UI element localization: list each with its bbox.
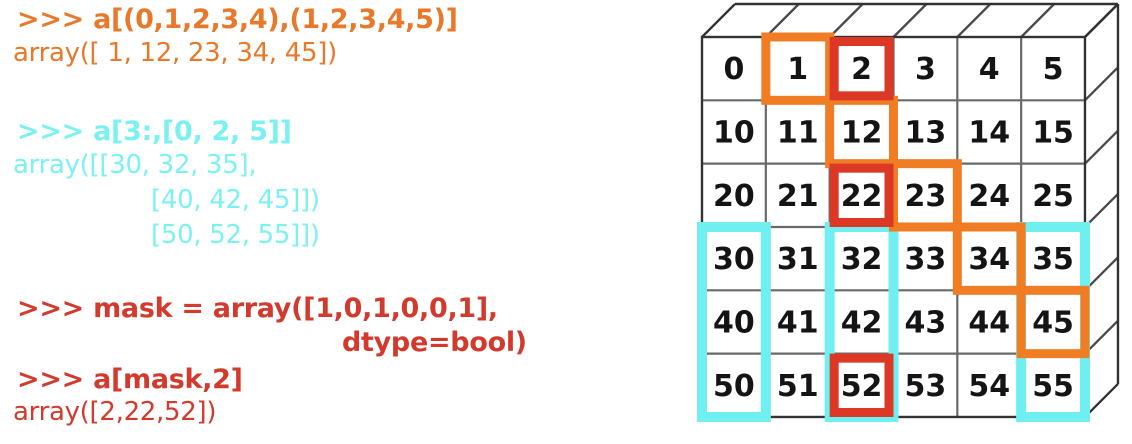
code-line-cyan-result-3: [50, 52, 55]]) [151,220,320,250]
grid-cell-number: 12 [841,115,883,150]
grid-cell-number: 30 [713,242,755,277]
grid-cell-number: 50 [713,369,755,404]
red-mask-box [829,163,894,227]
grid-cell-number: 53 [905,369,947,404]
red-mask-box [829,353,894,417]
grid-cell-number: 43 [905,305,947,340]
grid-depth-line-right [1084,66,1119,102]
grid-cell-number: 31 [777,242,819,277]
grid-right-face [1084,193,1118,291]
code-line-cyan-expr: >>> a[3:,[0, 2, 5]] [17,116,292,147]
grid-cell-number: 33 [905,242,947,277]
grid-cell-number: 24 [968,179,1010,214]
code-line-orange-expr: >>> a[(0,1,2,3,4),(1,2,3,4,5)] [17,4,458,35]
grid-cell-number: 22 [841,179,883,214]
grid-depth-line-right [1084,3,1119,38]
grid-top-face [957,4,1055,37]
grid-cell-number: 4 [979,52,1000,87]
grid-top-face [1021,4,1118,37]
grid-cell-number: 25 [1032,179,1074,214]
grid-top-face [893,4,991,37]
grid-right-face [1084,320,1118,417]
code-line-red-mask: >>> mask = array([1,0,1,0,0,1], [17,293,498,324]
grid-cell-number: 0 [723,52,744,87]
grid-cell-number: 55 [1032,369,1074,404]
grid-depth-line-right [1084,256,1119,292]
grid-right-face [1084,67,1118,164]
orange-diagonal-box [952,222,1026,295]
grid-top-face [765,4,863,37]
orange-diagonal-box [888,159,962,232]
grid-top-face [702,4,799,37]
grid-depth-line-top [1020,3,1055,38]
red-mask-box [829,37,894,101]
grid-depth-line-top [956,3,992,38]
grid-top-face [829,4,927,37]
grid-cell-number: 5 [1043,52,1064,87]
grid-cell-number: 23 [905,179,947,214]
grid-right-face [1084,257,1118,354]
code-line-red-dtype: dtype=bool) [342,327,527,358]
grid-right-face [1084,4,1118,101]
grid-right-face [1084,130,1118,227]
grid-cell-number: 21 [777,179,819,214]
code-line-orange-result: array([ 1, 12, 23, 34, 45]) [13,38,337,68]
grid-cell-number: 2 [851,52,872,87]
grid-cell-number: 44 [968,305,1010,340]
grid-depth-line-right [1084,129,1119,165]
cyan-selection-band [697,221,771,422]
grid-cell-number: 40 [713,305,755,340]
grid-cell-number: 1 [787,52,808,87]
grid-cell-number: 51 [777,369,819,404]
grid-depth-line-top [892,3,928,38]
grid-cell-number: 42 [841,305,883,340]
grid-cell-number: 3 [915,52,936,87]
grid-depth-line-right [1084,193,1119,228]
grid-cell-number: 13 [905,115,947,150]
grid-cell-number: 10 [713,115,755,150]
orange-diagonal-box [1016,285,1090,359]
grid-cell-number: 54 [968,369,1010,404]
grid-cell-number: 35 [1032,242,1074,277]
grid-cell-number: 14 [968,115,1010,150]
grid-cell-number: 41 [777,305,819,340]
grid-cell-number: 32 [841,242,883,277]
grid-cell-number: 15 [1032,115,1074,150]
grid-cell-number: 45 [1032,305,1074,340]
grid-depth-line-right [1084,383,1119,418]
grid-cell-number: 52 [841,369,883,404]
grid-depth-line-right [1084,319,1119,355]
grid-cell-number: 20 [713,179,755,214]
code-line-cyan-result-1: array([[30, 32, 35], [13,150,257,180]
code-line-red-result: array([2,22,52]) [13,397,217,427]
grid-depth-line-top [828,3,864,38]
grid-depth-line-top [765,3,800,38]
grid-cell-number: 34 [968,242,1010,277]
grid-depth-line-top [701,3,736,38]
code-line-cyan-result-2: [40, 42, 45]]) [151,185,320,215]
grid-cell-number: 11 [777,115,819,150]
code-line-red-expr: >>> a[mask,2] [17,364,243,395]
